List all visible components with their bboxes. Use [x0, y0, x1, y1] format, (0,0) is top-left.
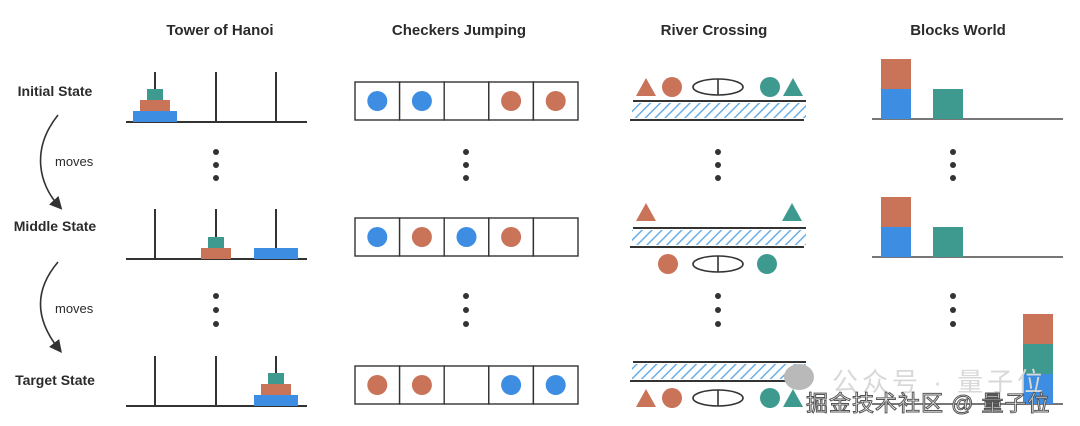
row-label-middle: Middle State: [13, 218, 97, 234]
ellipsis-dot: [463, 162, 469, 168]
checker-red: [411, 375, 432, 395]
moves-label-2: moves: [55, 301, 94, 316]
checker-red: [501, 227, 522, 247]
column-title-hanoi: Tower of Hanoi: [166, 22, 274, 39]
row-label-initial: Initial State: [17, 83, 93, 99]
red-circle-icon: [662, 77, 682, 97]
ellipsis-dot: [950, 149, 956, 155]
ellipsis-dot: [213, 307, 219, 313]
ellipsis-dot: [950, 175, 956, 181]
ellipsis-dot: [213, 321, 219, 327]
checker-blue: [411, 91, 432, 111]
red-circle-icon: [662, 388, 682, 408]
checker-blue: [545, 375, 566, 395]
ellipsis-dot: [950, 307, 956, 313]
blocks-column: [872, 59, 1063, 405]
ellipsis-dot: [463, 293, 469, 299]
checkers-cell: [443, 81, 490, 121]
ellipsis-dot: [213, 162, 219, 168]
checker-blue: [367, 227, 388, 247]
block-red: [881, 197, 911, 227]
hanoi-disk-teal: [268, 373, 284, 384]
ellipsis-dot: [715, 293, 721, 299]
ellipsis-dot: [950, 293, 956, 299]
ellipsis-dot: [950, 321, 956, 327]
watermark-back: 公众号 · 量子位: [832, 367, 1048, 397]
checker-blue: [456, 227, 477, 247]
ellipsis-dot: [213, 293, 219, 299]
hanoi-column: [126, 72, 307, 407]
teal-triangle-icon: [783, 78, 803, 96]
ellipsis-dots: [213, 149, 956, 327]
ellipsis-dot: [213, 175, 219, 181]
ellipsis-dot: [715, 321, 721, 327]
teal-circle-icon: [757, 254, 777, 274]
teal-triangle-icon: [782, 203, 802, 221]
hanoi-disk-teal: [208, 237, 224, 248]
river-water: [632, 230, 806, 245]
watermark-front: 掘金技术社区 @ 量子位: [806, 391, 1051, 417]
moves-label-1: moves: [55, 154, 94, 169]
river-water: [632, 103, 806, 118]
checkers-cell: [532, 217, 579, 257]
ellipsis-dot: [715, 162, 721, 168]
block-red: [1023, 314, 1053, 344]
block-teal: [933, 89, 963, 119]
block-red: [881, 59, 911, 89]
river-water: [632, 364, 806, 379]
ellipsis-dot: [463, 321, 469, 327]
checker-red: [501, 91, 522, 111]
ellipsis-dot: [463, 307, 469, 313]
hanoi-disk-blue: [254, 248, 298, 259]
red-triangle-icon: [636, 203, 656, 221]
hanoi-disk-red: [261, 384, 291, 395]
hanoi-disk-blue: [254, 395, 298, 406]
moves-arrow-1: [39, 114, 63, 210]
checker-red: [411, 227, 432, 247]
ellipsis-dot: [463, 175, 469, 181]
checkers-column: [354, 81, 579, 405]
teal-circle-icon: [760, 388, 780, 408]
red-circle-icon: [658, 254, 678, 274]
checkers-cell: [443, 365, 490, 405]
block-teal: [933, 227, 963, 257]
teal-triangle-icon: [783, 389, 803, 407]
checker-blue: [367, 91, 388, 111]
teal-circle-icon: [760, 77, 780, 97]
column-title-blocks: Blocks World: [910, 22, 1006, 39]
block-blue: [881, 89, 911, 119]
checker-red: [367, 375, 388, 395]
checker-red: [545, 91, 566, 111]
ellipsis-dot: [213, 149, 219, 155]
row-label-target: Target State: [15, 372, 95, 388]
checkers-cell: [532, 81, 579, 121]
ellipsis-dot: [463, 149, 469, 155]
block-blue: [881, 227, 911, 257]
hanoi-disk-red: [201, 248, 231, 259]
block-blue: [1023, 374, 1053, 404]
checker-blue: [501, 375, 522, 395]
hanoi-disk-teal: [147, 89, 163, 100]
ellipsis-dot: [950, 162, 956, 168]
hanoi-disk-blue: [133, 111, 177, 122]
block-teal: [1023, 344, 1053, 374]
red-triangle-icon: [636, 78, 656, 96]
moves-arrow-2: [39, 261, 62, 354]
red-triangle-icon: [636, 389, 656, 407]
ellipsis-dot: [715, 175, 721, 181]
ellipsis-dot: [715, 149, 721, 155]
column-title-river: River Crossing: [660, 22, 768, 39]
river-column: [630, 77, 806, 408]
column-title-checkers: Checkers Jumping: [391, 22, 527, 39]
ellipsis-dot: [715, 307, 721, 313]
hanoi-disk-red: [140, 100, 170, 111]
wechat-icon: [784, 364, 814, 390]
